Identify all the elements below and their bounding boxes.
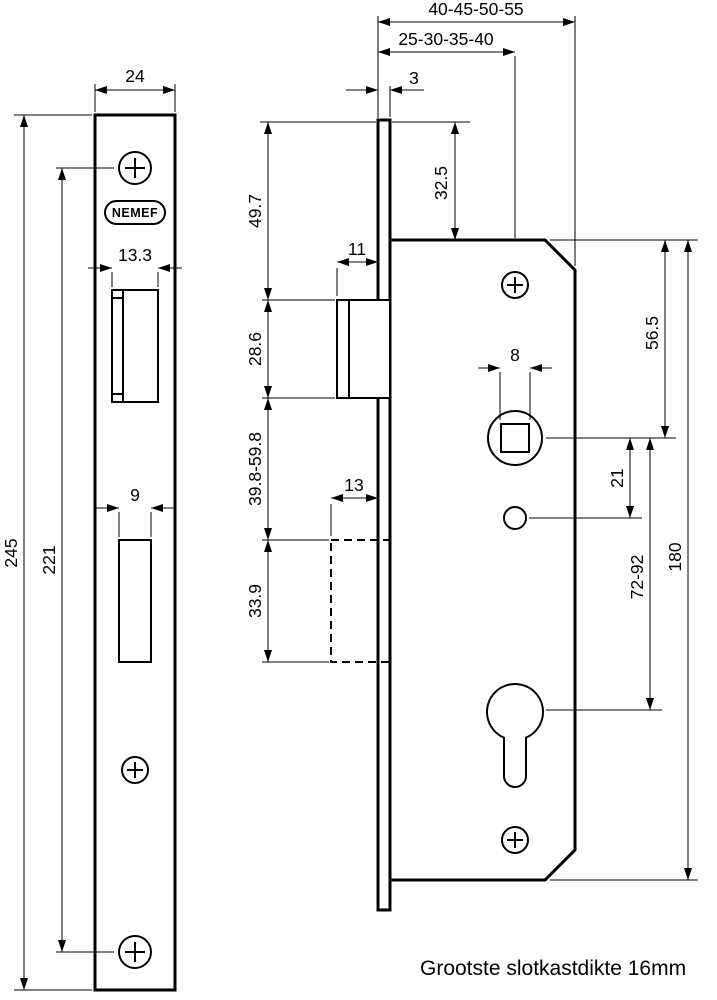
dim-bolt-width-label: 9 (130, 485, 140, 505)
dim-bolt-throw: 13 (330, 475, 378, 536)
dim-spindle-to-hole: 21 (607, 438, 634, 518)
dim-plate-width-label: 24 (125, 66, 145, 86)
cylinder-hole (486, 683, 544, 788)
spindle-follower (487, 410, 543, 466)
dim-screw-span-label: 221 (39, 545, 59, 574)
right-extension-lines (529, 239, 698, 881)
faceplate-side (376, 118, 392, 912)
nemef-logo-text: NEMEF (112, 206, 158, 220)
lock-case-outline (388, 238, 577, 882)
dim-spindle-to-cylinder-label: 72-92 (627, 555, 647, 600)
dim-top-to-latch-label: 49.7 (245, 194, 265, 228)
footer-note: Grootste slotkastdikte 16mm (420, 957, 686, 980)
latch-bolt (336, 299, 391, 399)
dim-spindle-to-cylinder: 72-92 (627, 438, 654, 710)
dim-latch-protrusion: 11 (336, 239, 378, 296)
screw-hole-bottom (118, 935, 152, 969)
screw-hole-top (118, 151, 152, 185)
dim-case-height: 180 (665, 240, 692, 880)
dim-case-to-spindle-label: 56.5 (642, 316, 662, 350)
nemef-logo: NEMEF (104, 200, 166, 225)
dim-backset-label: 25-30-35-40 (398, 29, 494, 49)
dim-top-to-case: 32.5 (392, 121, 470, 240)
spindle-square (500, 423, 530, 453)
dim-latch-protrusion-label: 11 (348, 239, 366, 259)
dim-left-chain: 49.7 28.6 39.8-59.8 33.9 (245, 121, 376, 663)
dim-latch-width-label: 13.3 (118, 245, 152, 265)
dim-backset: 25-30-35-40 (378, 29, 515, 56)
dim-spindle-square: 8 (478, 345, 552, 420)
dim-bolt-throw-label: 13 (344, 475, 363, 495)
screw-hole-middle (121, 756, 149, 784)
dim-plate-thickness: 3 (346, 68, 424, 117)
deadbolt-hidden (330, 539, 391, 663)
case-screw-hole-top (501, 271, 529, 299)
dim-latch-height-label: 28.6 (245, 332, 265, 366)
latch-opening (111, 289, 159, 403)
dim-bolt-width: 9 (95, 485, 175, 537)
case-hole-small (503, 506, 527, 530)
dim-plate-thickness-label: 3 (409, 68, 419, 88)
dim-spindle-square-label: 8 (510, 345, 520, 365)
dim-top-to-case-label: 32.5 (431, 166, 451, 200)
dim-latch-width: 13.3 (88, 245, 182, 287)
dim-spindle-to-hole-label: 21 (607, 468, 627, 487)
dim-latch-to-bolt-label: 39.8-59.8 (245, 432, 265, 506)
deadbolt-opening (118, 539, 152, 663)
dim-plate-width: 24 (94, 66, 176, 112)
dim-screw-span: 221 (39, 167, 114, 953)
dim-bolt-height-label: 33.9 (245, 584, 265, 618)
front-view: NEMEF 13.3 9 (1, 66, 182, 992)
dim-case-depth-label: 40-45-50-55 (428, 0, 523, 19)
dim-case-height-label: 180 (665, 542, 685, 571)
dim-case-depth: 40-45-50-55 (377, 0, 576, 266)
dim-plate-height: 245 (1, 114, 92, 991)
case-screw-hole-bottom (501, 826, 529, 854)
side-view: 40-45-50-55 25-30-35-40 3 32.5 (245, 0, 698, 912)
dim-case-to-spindle: 56.5 (642, 240, 669, 438)
dim-plate-height-label: 245 (1, 538, 21, 567)
